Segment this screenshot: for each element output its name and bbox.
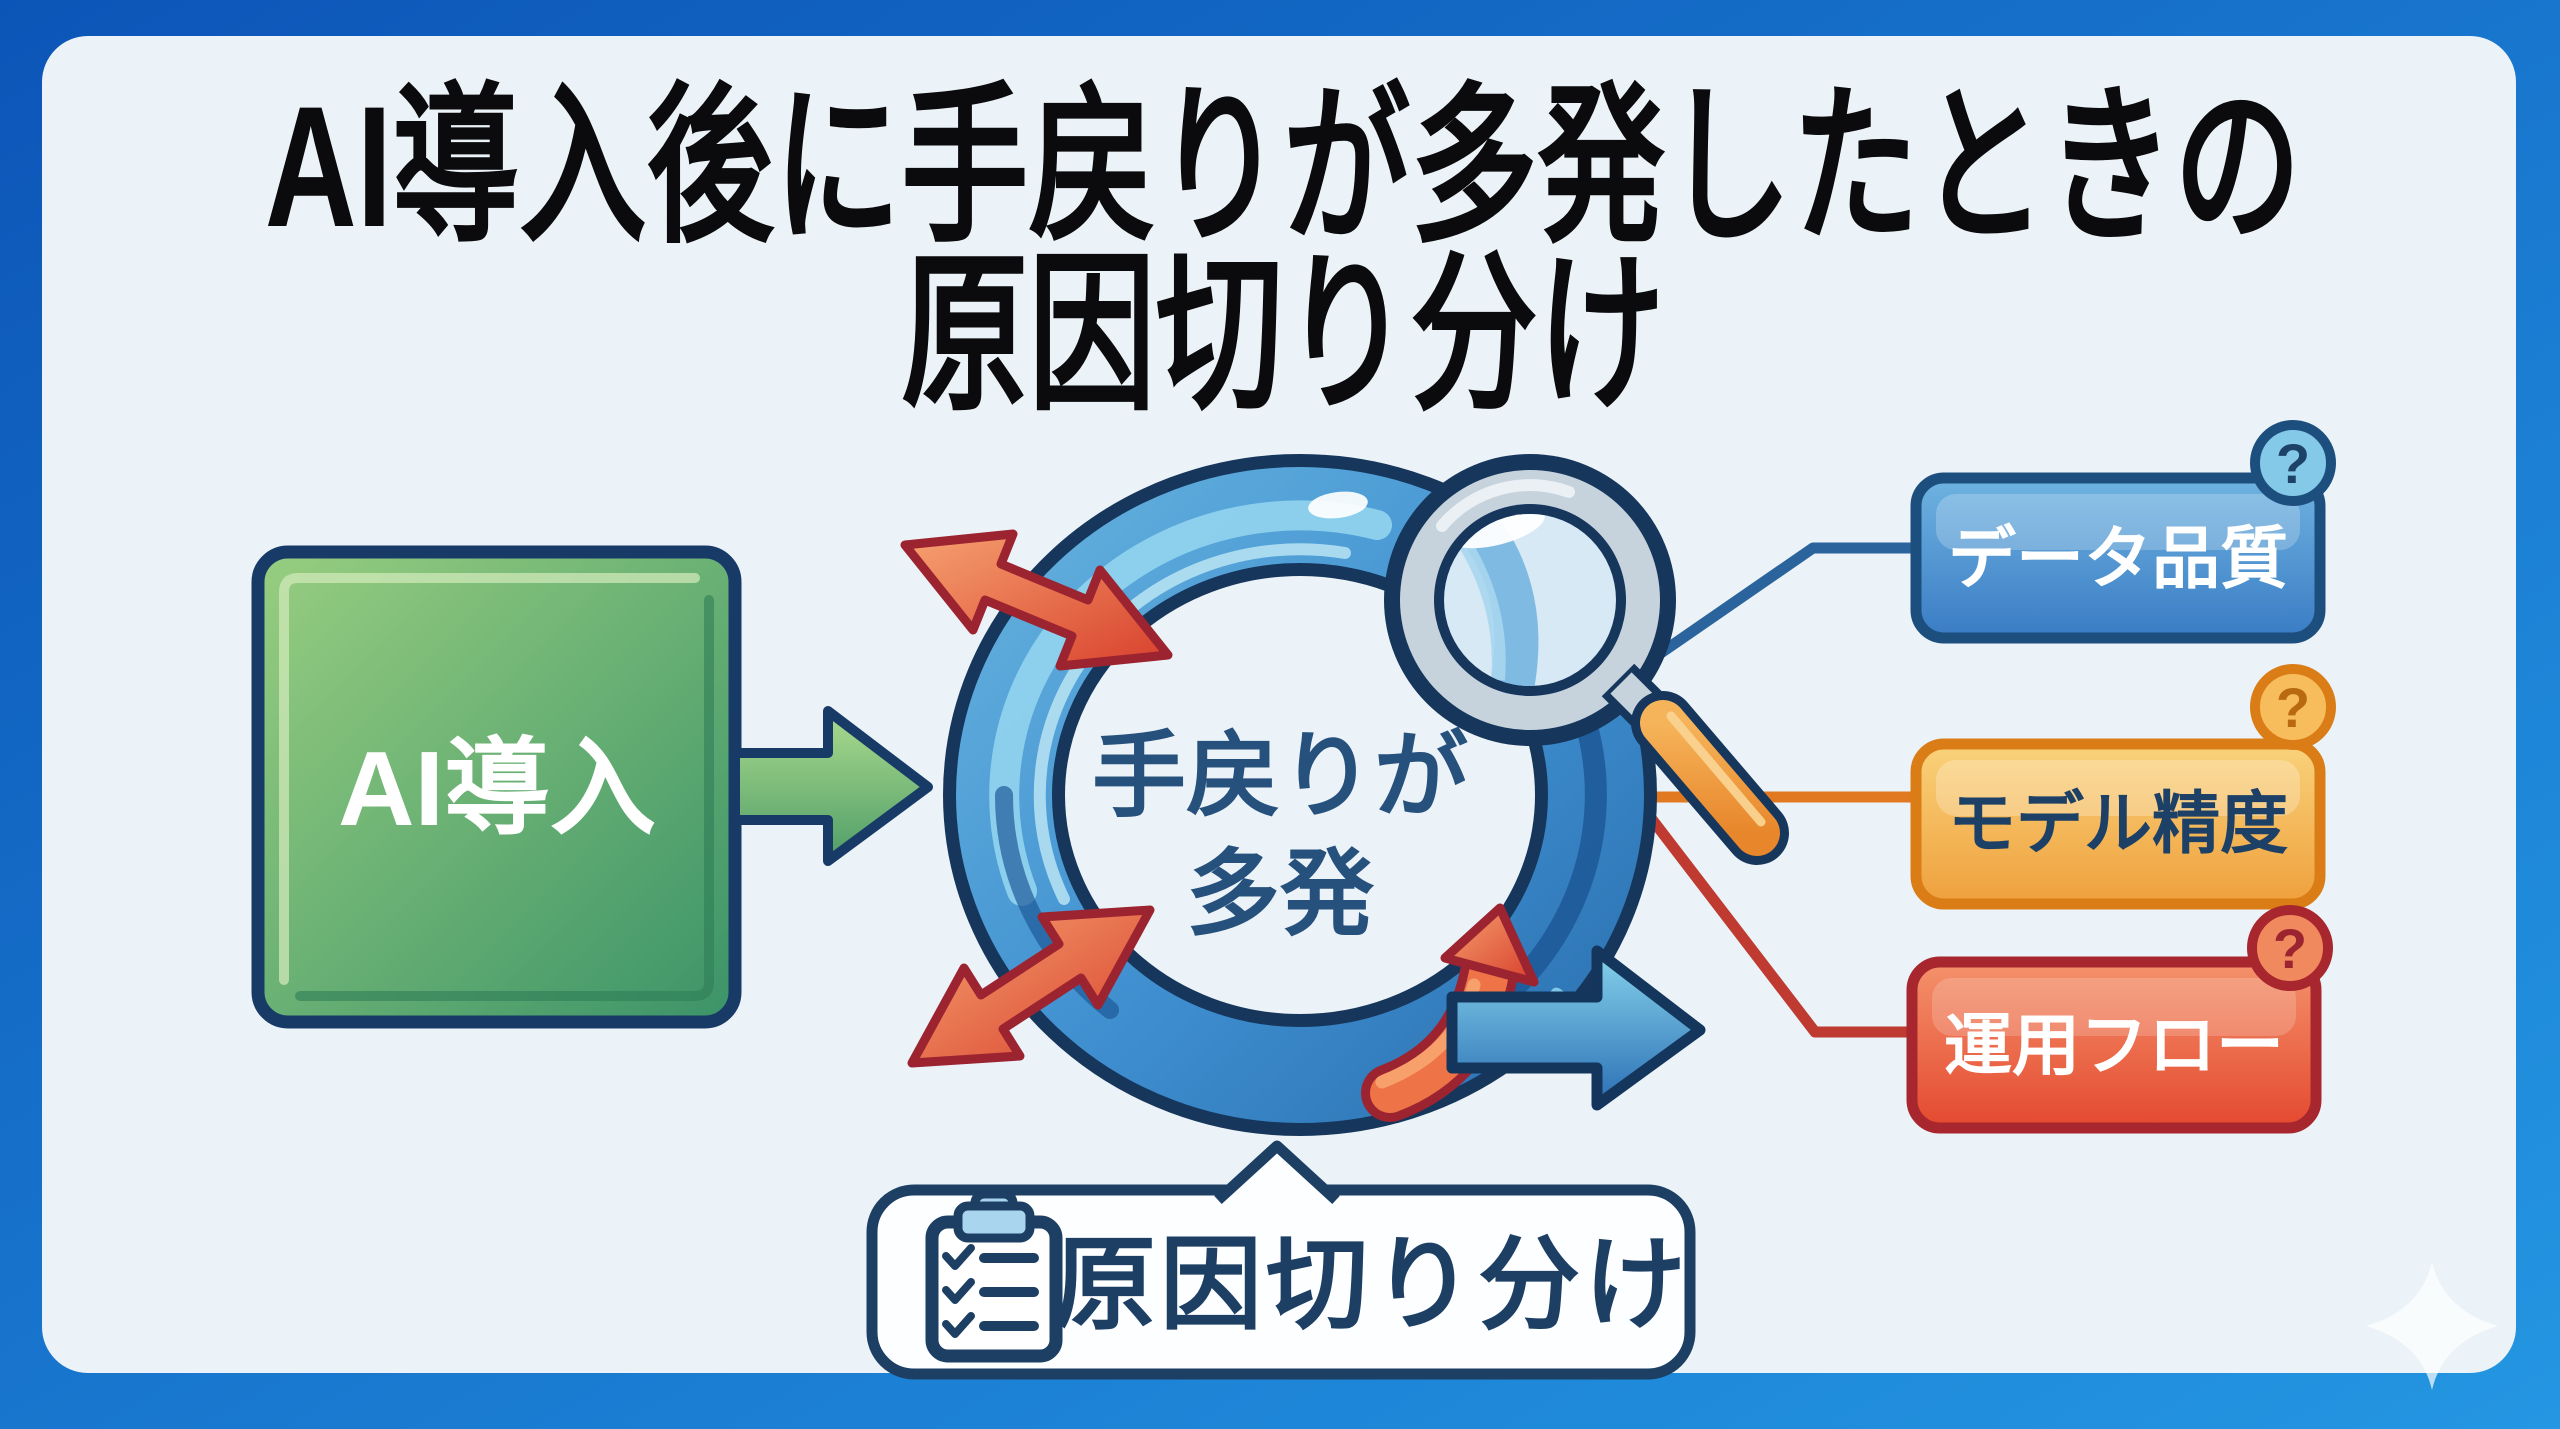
checklist-clipboard-icon: [925, 1189, 1063, 1363]
connector-line-operation-flow: [1622, 782, 1916, 1038]
question-badge-orange-icon: ?: [2250, 664, 2336, 750]
panel-background: [42, 36, 2516, 1373]
cause-label-operation-flow: 運用フロー: [1944, 1008, 2284, 1084]
page-title-line1: AI導入後に手戻りが多発したときの: [265, 71, 2301, 263]
result-box-pointer: [1218, 1144, 1336, 1198]
cause-card-data-quality: データ品質 ?: [1910, 420, 2336, 644]
green-flow-arrow-icon: [730, 706, 933, 866]
cause-label-model-accuracy: モデル精度: [1948, 786, 2288, 862]
question-badge-orange-label: ?: [2276, 676, 2310, 739]
start-box: AI導入: [251, 545, 742, 1029]
loop-label-line1: 手戻りが: [1092, 723, 1468, 828]
cause-card-operation-flow: 運用フロー ?: [1906, 905, 2333, 1134]
loop-label-line2: 多発: [1186, 841, 1375, 946]
question-badge-blue-icon: ?: [2250, 420, 2336, 506]
question-badge-blue-label: ?: [2276, 432, 2310, 495]
rework-arrow-bottom-icon: [907, 905, 1155, 1068]
connector-line-data-quality: [1652, 542, 1920, 661]
magnifier-handle-icon: [1631, 691, 1789, 865]
cause-card-model-accuracy: モデル精度 ?: [1910, 664, 2336, 910]
question-badge-red-label: ?: [2273, 917, 2307, 980]
page-title-line2: 原因切り分け: [901, 239, 1665, 431]
result-box: 原因切り分け: [866, 1140, 1696, 1380]
blue-exit-arrow-icon: [1446, 945, 1706, 1111]
result-box-label: 原因切り分け: [1054, 1228, 1690, 1342]
magnifier-icon: [1384, 454, 1789, 865]
sparkle-icon: [2366, 1262, 2498, 1390]
question-badge-red-icon: ?: [2247, 905, 2333, 991]
cause-label-data-quality: データ品質: [1948, 521, 2288, 597]
rework-arrow-top-icon: [900, 529, 1173, 671]
start-box-label: AI導入: [338, 730, 656, 848]
